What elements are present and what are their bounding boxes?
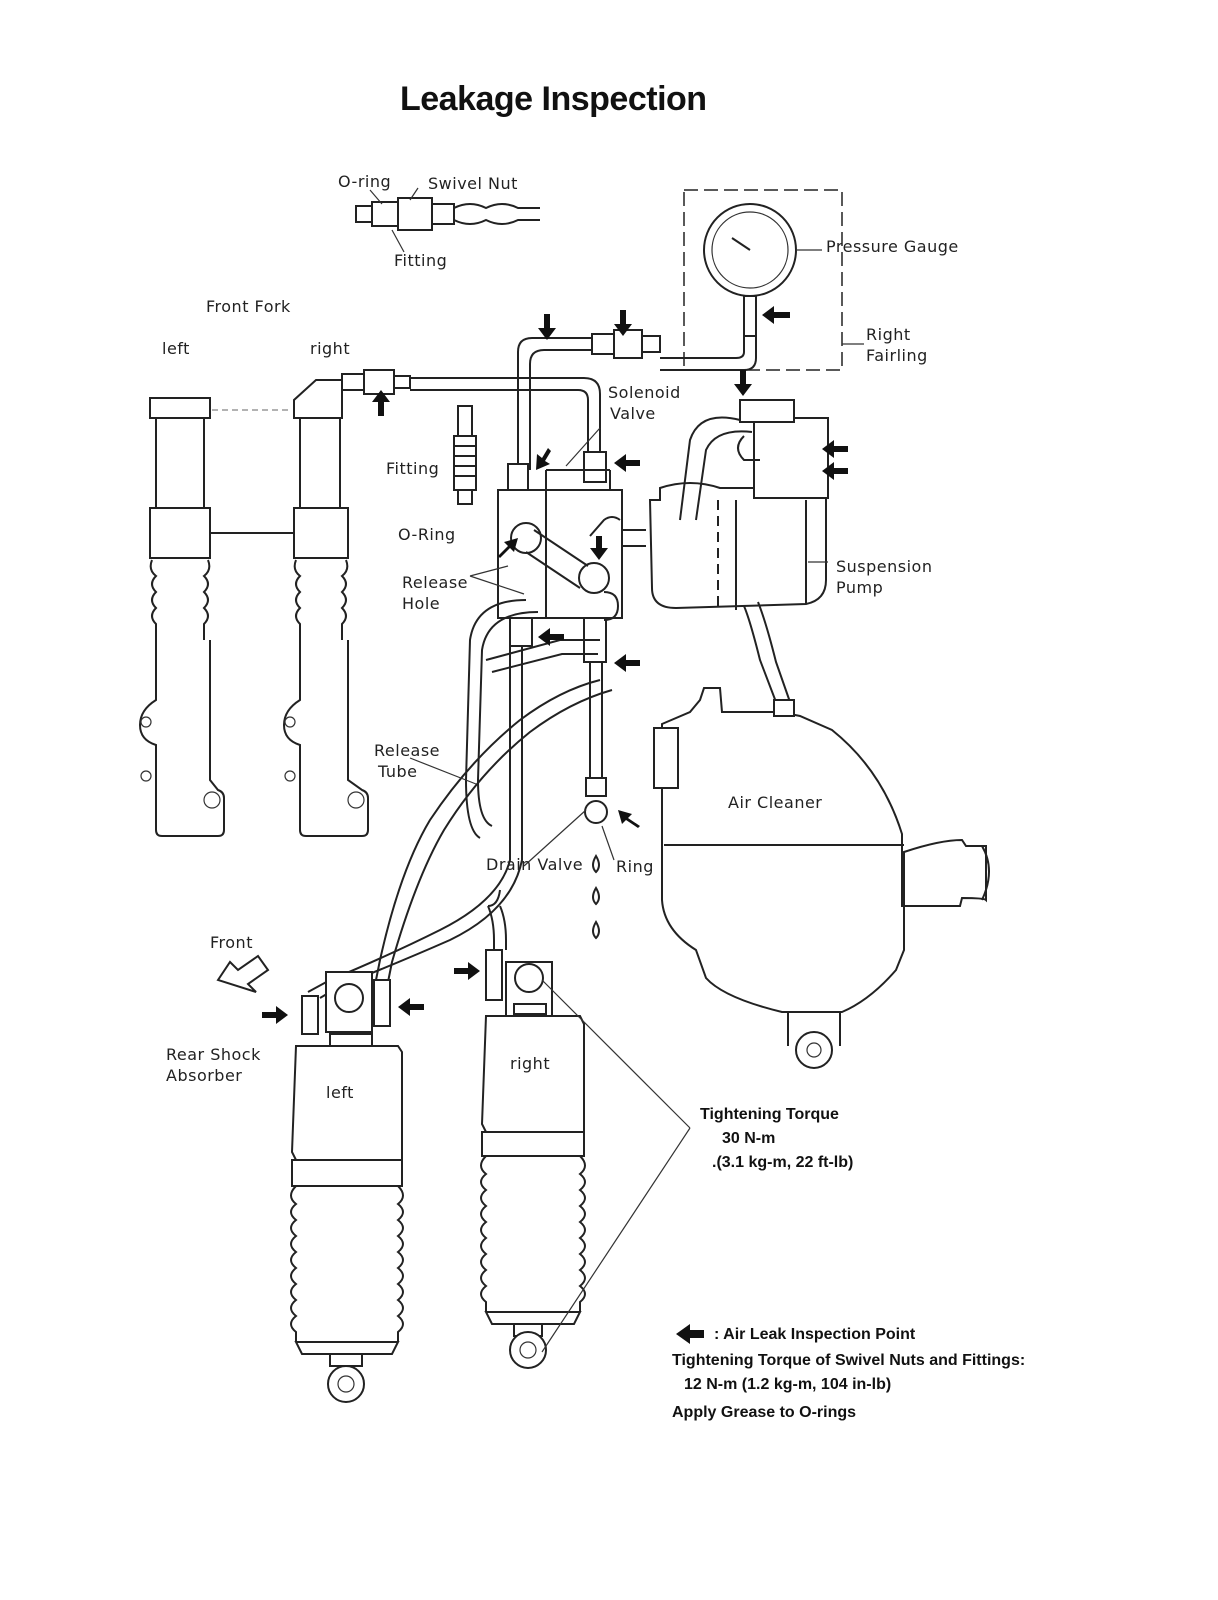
inspection-arrow-icon [372, 390, 390, 416]
front-direction-arrow [216, 954, 270, 993]
oring-top-label: O-ring [338, 172, 392, 191]
fork-right-label: right [310, 339, 351, 358]
right-fairling-label-1: Right [866, 325, 911, 344]
inspection-arrow-icon [734, 370, 752, 396]
drain-valve-label: Drain Valve [486, 855, 584, 874]
swivel-torque-title: Tightening Torque of Swivel Nuts and Fit… [672, 1352, 1026, 1369]
torque-title: Tightening Torque [700, 1106, 839, 1123]
inspection-arrow-icon [538, 314, 556, 340]
suspension-pump [622, 399, 829, 610]
inspection-arrow-icon [538, 628, 564, 646]
release-tubes [307, 599, 613, 999]
inspection-arrow-icon [618, 810, 640, 828]
suspension-pump-label-1: Suspension [836, 557, 933, 576]
inspection-arrow-icon [454, 962, 480, 980]
right-fairling-label-2: Fairling [866, 346, 928, 365]
rear-shock-right [480, 949, 586, 1369]
release-tube-label-2: Tube [378, 762, 418, 781]
torque-nm: 30 N-m [722, 1130, 776, 1147]
front-fork [138, 369, 411, 837]
torque-leader-lines [541, 979, 691, 1353]
shock-right-label: right [510, 1054, 551, 1073]
inspection-arrow-icon [614, 310, 632, 336]
inspection-arrow-icon [822, 440, 848, 458]
air-cleaner-label: Air Cleaner [728, 793, 823, 812]
inspection-arrow-icon [590, 536, 608, 560]
torque-alt: .(3.1 kg-m, 22 ft-lb) [712, 1154, 854, 1171]
oring-mid-label: O-Ring [398, 525, 456, 544]
leader-lines [409, 427, 828, 867]
grease-note: Apply Grease to O-rings [672, 1404, 857, 1421]
shock-left-label: left [326, 1083, 354, 1102]
release-tube-label-1: Release [374, 741, 441, 760]
front-label: Front [210, 933, 253, 952]
fitting-mid-label: Fitting [386, 459, 440, 478]
swivel-nut-label: Swivel Nut [428, 174, 518, 193]
page-title: Leakage Inspection [400, 80, 707, 118]
fork-left-label: left [162, 339, 190, 358]
rear-shock-label-2: Absorber [166, 1066, 243, 1085]
inspection-arrow-icon [398, 998, 424, 1016]
air-lines [410, 329, 661, 505]
inspection-arrow-icon [822, 462, 848, 480]
inspection-arrow-icon [614, 654, 640, 672]
pressure-gauge-label: Pressure Gauge [826, 237, 959, 256]
pressure-gauge-assembly [660, 189, 864, 371]
swivel-torque-value: 12 N-m (1.2 kg-m, 104 in-lb) [684, 1376, 892, 1393]
solenoid-valve-label-2: Valve [610, 404, 656, 423]
rear-shock-left [290, 971, 404, 1403]
inspection-arrow-icon [262, 1006, 288, 1024]
solenoid-valve-label-1: Solenoid [608, 383, 681, 402]
inspection-arrows [262, 306, 848, 1344]
front-fork-label: Front Fork [206, 297, 291, 316]
inspection-arrow-icon [762, 306, 790, 324]
fitting-top-label: Fitting [394, 251, 448, 270]
drain-drops [592, 854, 600, 940]
inspection-arrow-icon [498, 538, 518, 558]
release-hole-label-1: Release [402, 573, 469, 592]
legend-inspection-point: : Air Leak Inspection Point [714, 1326, 916, 1343]
ring-label: Ring [616, 857, 654, 876]
air-cleaner [653, 601, 990, 1069]
swivel-nut-detail [355, 187, 540, 253]
rear-shock-label-1: Rear Shock [166, 1045, 261, 1064]
legend-arrow-icon [676, 1324, 704, 1344]
inspection-arrow-icon [536, 448, 551, 470]
release-hole-label-2: Hole [402, 594, 441, 613]
suspension-pump-label-2: Pump [836, 578, 884, 597]
solenoid-valve [497, 451, 623, 663]
inspection-arrow-icon [614, 454, 640, 472]
